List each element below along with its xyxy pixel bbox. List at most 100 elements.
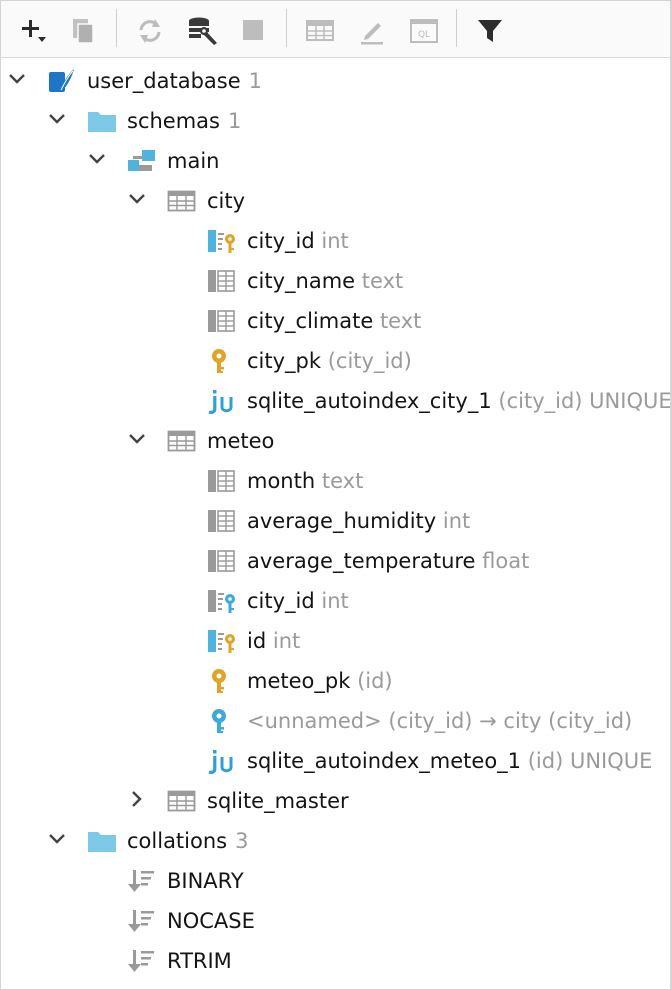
tree-node-label: <unnamed> (city_id) → city (city_id) bbox=[247, 709, 633, 733]
column-icon bbox=[208, 510, 235, 532]
object-count: 1 bbox=[248, 69, 263, 93]
tree-node-key[interactable]: meteo_pk (id) bbox=[1, 661, 670, 701]
chevron-down-icon[interactable] bbox=[7, 69, 27, 89]
tree-node-label: month text bbox=[247, 469, 364, 493]
folder-icon bbox=[88, 112, 116, 132]
tree-node-label: meteo bbox=[207, 429, 275, 453]
query-console-icon: QL bbox=[410, 19, 438, 43]
chevron-down-icon[interactable] bbox=[47, 829, 67, 849]
tree-node-label: city_pk (city_id) bbox=[247, 349, 412, 373]
schema-icon bbox=[128, 150, 155, 171]
unique-index-icon bbox=[208, 390, 233, 414]
toolbar-separator bbox=[286, 9, 287, 47]
chevron-down-icon[interactable] bbox=[127, 429, 147, 449]
tree-node-index[interactable]: sqlite_autoindex_meteo_1 (id) UNIQUE bbox=[1, 741, 670, 781]
index-columns: (id) UNIQUE bbox=[527, 749, 653, 773]
tree-node-column[interactable]: average_humidity int bbox=[1, 501, 670, 541]
chevron-down-icon[interactable] bbox=[87, 149, 107, 169]
tree-node-collation[interactable]: BINARY bbox=[1, 861, 670, 901]
tree-node-table-sqlite-master[interactable]: sqlite_master bbox=[1, 781, 670, 821]
object-count: 3 bbox=[235, 829, 249, 853]
tree-node-label: NOCASE bbox=[167, 909, 255, 933]
column-icon bbox=[208, 550, 235, 572]
duplicate-button[interactable] bbox=[63, 9, 99, 47]
tree-node-column[interactable]: id int bbox=[1, 621, 670, 661]
tree-node-column[interactable]: city_name text bbox=[1, 261, 670, 301]
stop-icon bbox=[243, 20, 263, 40]
tree-node-label: sqlite_master bbox=[207, 789, 349, 813]
primary-key-column-icon bbox=[208, 630, 235, 653]
tree-node-label: city_name text bbox=[247, 269, 404, 293]
column-icon bbox=[208, 470, 235, 492]
column-type: text bbox=[379, 309, 422, 333]
object-count: 1 bbox=[227, 109, 242, 133]
column-type: float bbox=[482, 549, 530, 573]
tree-node-column[interactable]: month text bbox=[1, 461, 670, 501]
filter-button[interactable] bbox=[469, 9, 505, 47]
tree-node-label: city_id int bbox=[247, 229, 349, 253]
tree-node-label: sqlite_autoindex_meteo_1 (id) UNIQUE bbox=[247, 749, 653, 773]
tree-node-schema-main[interactable]: main bbox=[1, 141, 670, 181]
tree-node-label: main bbox=[167, 149, 220, 173]
primary-key-column-icon bbox=[208, 230, 235, 253]
svg-text:QL: QL bbox=[418, 30, 430, 40]
data-source-properties-icon bbox=[189, 17, 217, 45]
tree-node-collation[interactable]: RTRIM bbox=[1, 941, 670, 981]
tree-node-column[interactable]: city_climate text bbox=[1, 301, 670, 341]
table-icon bbox=[167, 430, 196, 452]
tree-node-label: city_climate text bbox=[247, 309, 422, 333]
tree-node-index[interactable]: sqlite_autoindex_city_1 (city_id) UNIQUE bbox=[1, 381, 670, 421]
tree-node-label: id int bbox=[247, 629, 301, 653]
tree-node-column[interactable]: city_id int bbox=[1, 221, 670, 261]
tree-node-label: BINARY bbox=[167, 869, 244, 893]
tree-node-table-meteo[interactable]: meteo bbox=[1, 421, 670, 461]
table-editor-icon bbox=[306, 20, 334, 41]
data-source-properties-button[interactable] bbox=[181, 9, 217, 47]
add-button[interactable] bbox=[13, 9, 49, 47]
key-columns: (id) bbox=[357, 669, 393, 693]
foreign-key-column-icon bbox=[208, 590, 235, 613]
column-type: int bbox=[272, 629, 301, 653]
edit-button[interactable] bbox=[351, 9, 387, 47]
column-type: int bbox=[321, 229, 349, 253]
key-columns: (city_id) bbox=[327, 349, 412, 373]
tree-node-column[interactable]: average_temperature float bbox=[1, 541, 670, 581]
table-editor-button[interactable] bbox=[299, 9, 335, 47]
toolbar-separator bbox=[456, 9, 457, 47]
collation-icon bbox=[128, 910, 154, 932]
edit-icon bbox=[361, 23, 383, 45]
column-type: int bbox=[321, 589, 349, 613]
tree-node-column[interactable]: city_id int bbox=[1, 581, 670, 621]
refresh-icon bbox=[139, 19, 161, 43]
refresh-button[interactable] bbox=[129, 9, 165, 47]
add-icon bbox=[22, 20, 46, 42]
chevron-down-icon[interactable] bbox=[127, 189, 147, 209]
folder-icon bbox=[88, 832, 116, 852]
tree-node-table-city[interactable]: city bbox=[1, 181, 670, 221]
tree-node-label: RTRIM bbox=[167, 949, 232, 973]
chevron-right-icon[interactable] bbox=[127, 789, 147, 809]
tree-node-collation[interactable]: NOCASE bbox=[1, 901, 670, 941]
sqlite-database-icon bbox=[49, 69, 74, 92]
tree-node-foreign-key[interactable]: <unnamed> (city_id) → city (city_id) bbox=[1, 701, 670, 741]
table-icon bbox=[167, 790, 196, 812]
tree-node-label: city bbox=[207, 189, 246, 213]
tree-node-key[interactable]: city_pk (city_id) bbox=[1, 341, 670, 381]
primary-key-icon bbox=[212, 349, 226, 373]
toolbar-separator bbox=[116, 9, 117, 47]
chevron-down-icon[interactable] bbox=[47, 109, 67, 129]
stop-button[interactable] bbox=[233, 9, 269, 47]
toolbar: QL bbox=[1, 1, 670, 58]
query-console-button[interactable]: QL bbox=[403, 9, 439, 47]
tree-node-label: sqlite_autoindex_city_1 (city_id) UNIQUE bbox=[247, 389, 671, 413]
index-columns: (city_id) UNIQUE bbox=[498, 389, 671, 413]
column-type: int bbox=[442, 509, 471, 533]
foreign-key-icon bbox=[212, 709, 226, 733]
